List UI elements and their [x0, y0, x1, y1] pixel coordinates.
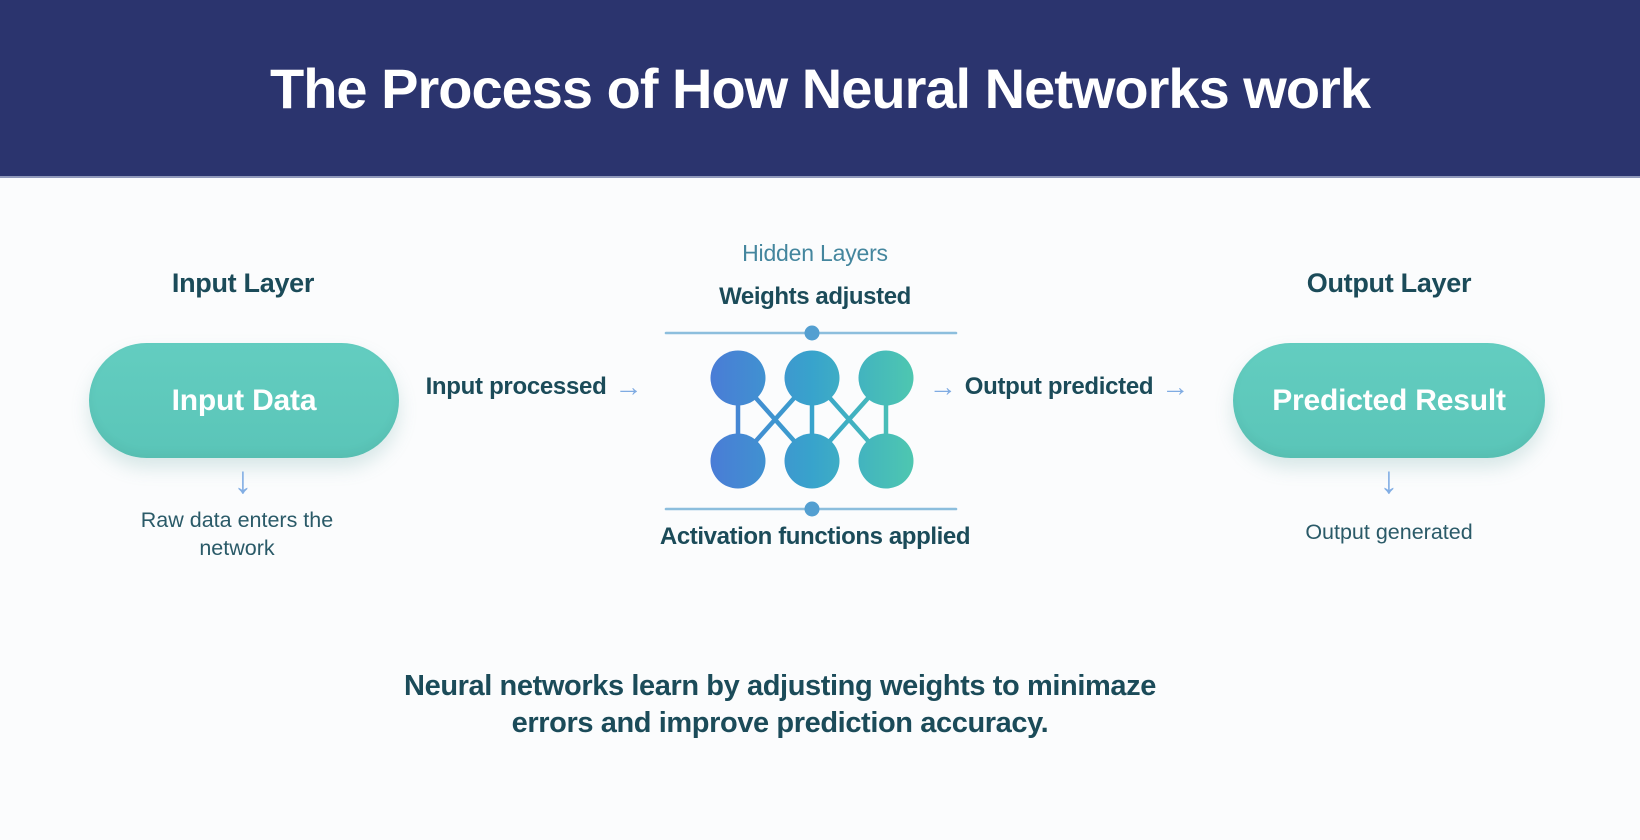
network-neurons [710, 350, 914, 489]
right-arrow-icon: → [928, 371, 957, 402]
neuron-bottom-right [858, 433, 914, 489]
input-data-pill-label: Input Data [171, 383, 317, 417]
input-processed-flow: Input processed → [418, 371, 650, 403]
input-caption: Raw data enters the network [140, 508, 334, 560]
activation-functions-label: Activation functions applied [659, 523, 971, 550]
hidden-layers-label: Hidden Layers [742, 240, 888, 266]
diagram-canvas: Input Layer Input Data ↓ Raw data enters… [0, 178, 1640, 840]
output-predicted-flow: → Output predicted → [929, 371, 1190, 403]
neuron-top-right [858, 350, 914, 406]
neuron-bottom-left [710, 433, 766, 489]
summary-line-1: Neural networks learn by adjusting weigh… [404, 670, 1156, 702]
down-arrow-icon: ↓ [233, 460, 253, 502]
predicted-result-pill: Predicted Result [1233, 343, 1545, 458]
predicted-result-pill-label: Predicted Result [1272, 383, 1506, 417]
right-arrow-icon: → [1161, 371, 1190, 402]
activation-rail-dot [804, 501, 820, 517]
input-layer-label: Input Layer [171, 268, 315, 298]
neuron-bottom-middle [784, 433, 840, 489]
output-caption: Output generated [1305, 520, 1473, 544]
neuron-top-middle [784, 350, 840, 406]
down-arrow-icon: ↓ [1379, 460, 1399, 502]
input-processed-label: Input processed [425, 373, 607, 400]
page-title: The Process of How Neural Networks work [270, 56, 1371, 120]
neural-network-graphic [664, 325, 958, 517]
weights-adjusted-label: Weights adjusted [719, 283, 911, 310]
summary-line-2: errors and improve prediction accuracy. [511, 707, 1049, 739]
header-banner: The Process of How Neural Networks work [0, 0, 1640, 178]
right-arrow-icon: → [614, 371, 643, 402]
weights-rail-dot [804, 325, 820, 341]
output-layer-label: Output Layer [1306, 268, 1472, 298]
neuron-top-left [710, 350, 766, 406]
output-predicted-label: Output predicted [964, 373, 1154, 400]
summary-caption: Neural networks learn by adjusting weigh… [280, 668, 1280, 742]
input-data-pill: Input Data [89, 343, 399, 458]
